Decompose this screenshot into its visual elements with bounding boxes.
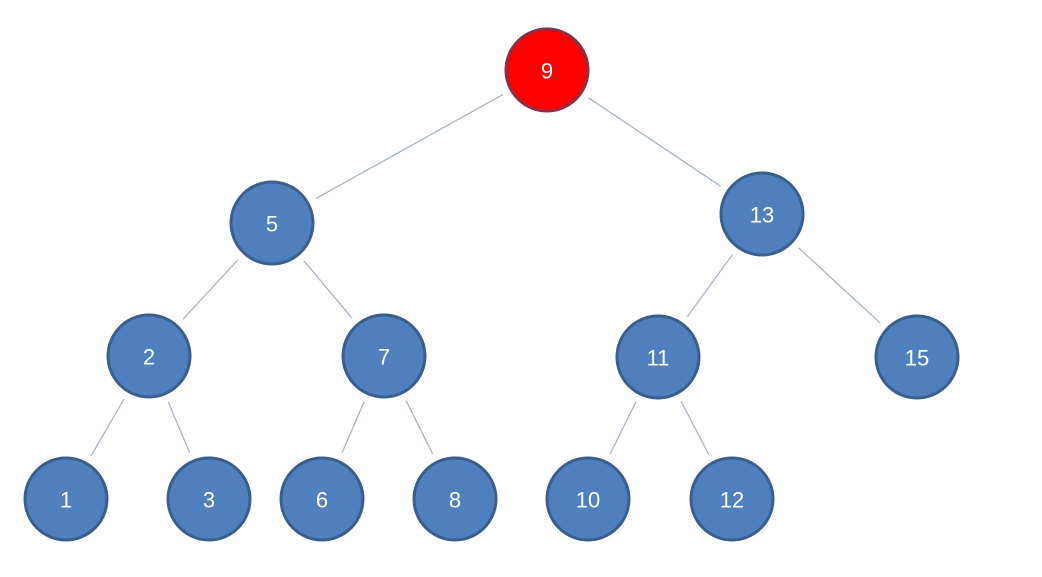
edge-n2-n1 — [90, 398, 125, 457]
tree-node-5: 5 — [229, 180, 315, 266]
tree-node-1: 1 — [23, 456, 109, 542]
tree-node-8: 8 — [412, 456, 498, 542]
node-label-8: 8 — [449, 488, 461, 513]
node-circle-13 — [719, 171, 805, 257]
node-label-2: 2 — [143, 345, 155, 370]
node-circle-12 — [689, 456, 775, 542]
node-circle-1 — [23, 456, 109, 542]
node-circle-6 — [279, 456, 365, 542]
node-label-5: 5 — [266, 212, 278, 237]
edge-n9-n5 — [315, 93, 504, 200]
node-label-12: 12 — [720, 488, 744, 513]
edge-n2-n3 — [167, 401, 191, 454]
node-label-6: 6 — [316, 488, 328, 513]
edge-n7-n6 — [341, 401, 365, 454]
tree-node-12: 12 — [689, 456, 775, 542]
edge-n13-n15 — [798, 247, 881, 324]
node-label-10: 10 — [576, 488, 600, 513]
node-label-3: 3 — [203, 488, 215, 513]
edge-n13-n11 — [686, 254, 734, 317]
edge-n5-n2 — [182, 259, 239, 320]
node-circle-7 — [341, 313, 427, 399]
node-circle-8 — [412, 456, 498, 542]
node-label-13: 13 — [750, 203, 774, 228]
tree-node-6: 6 — [279, 456, 365, 542]
node-circle-15 — [874, 314, 960, 400]
tree-node-15: 15 — [874, 314, 960, 400]
node-label-1: 1 — [60, 488, 72, 513]
node-circle-2 — [106, 313, 192, 399]
node-circle-10 — [545, 456, 631, 542]
tree-node-7: 7 — [341, 313, 427, 399]
tree-node-3: 3 — [166, 456, 252, 542]
tree-node-11: 11 — [615, 314, 701, 400]
tree-node-9: 9 — [504, 27, 590, 113]
node-label-11: 11 — [647, 346, 670, 371]
node-circle-3 — [166, 456, 252, 542]
node-label-7: 7 — [378, 345, 390, 370]
edge-n5-n7 — [303, 260, 353, 319]
node-circle-5 — [229, 180, 315, 266]
node-circle-9 — [504, 27, 590, 113]
tree-node-10: 10 — [545, 456, 631, 542]
node-label-15: 15 — [905, 346, 929, 371]
node-circle-11 — [615, 314, 701, 400]
tree-node-2: 2 — [106, 313, 192, 399]
edge-n11-n10 — [609, 401, 637, 455]
edges-layer — [90, 93, 881, 457]
edge-n11-n12 — [680, 400, 710, 456]
tree-node-13: 13 — [719, 171, 805, 257]
edge-n9-n13 — [588, 97, 721, 187]
node-label-9: 9 — [541, 59, 553, 84]
edge-n7-n8 — [405, 400, 434, 455]
